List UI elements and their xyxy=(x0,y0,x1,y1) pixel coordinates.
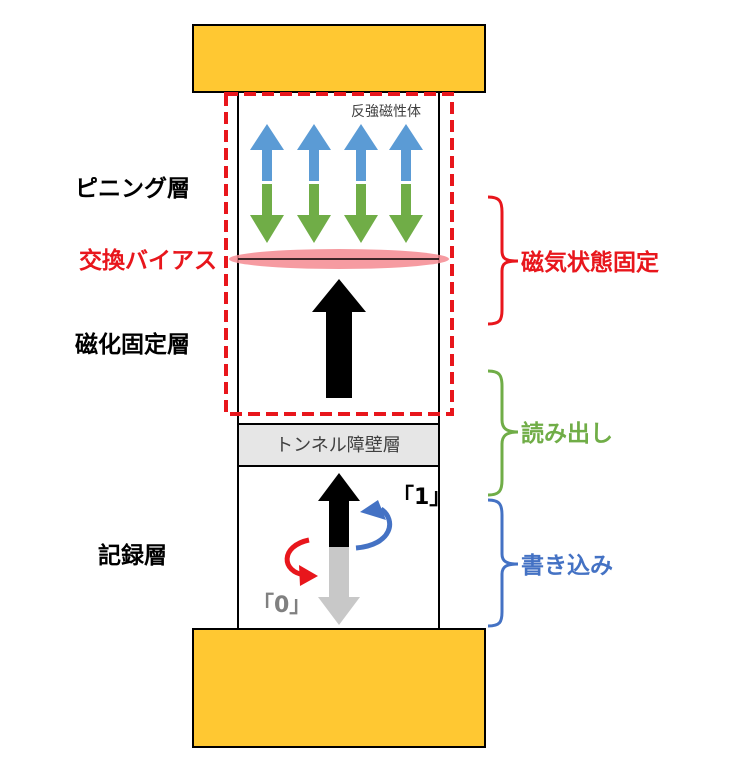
pinned-structure-dashed-box xyxy=(224,92,454,416)
recording-down-arrow xyxy=(318,547,360,625)
fixed-state-bracket xyxy=(487,195,519,326)
tunnel-barrier-layer xyxy=(237,423,440,467)
pinned-layer-label: 磁化固定層 xyxy=(75,331,190,358)
spin-up-arrow-2 xyxy=(297,124,331,181)
antiferromagnet-label: 反強磁性体 xyxy=(351,104,421,120)
state-one-label: 「1」 xyxy=(392,485,451,510)
fixed-state-label: 磁気状態固定 xyxy=(521,249,659,276)
write-bracket xyxy=(487,498,519,628)
spin-up-arrow-1 xyxy=(250,124,284,181)
recording-up-arrow xyxy=(318,473,360,547)
write-zero-curved-arrow xyxy=(284,537,310,578)
spin-up-arrow-4 xyxy=(389,124,423,181)
exchange-bias-label: 交換バイアス xyxy=(79,247,217,274)
spin-up-arrows xyxy=(250,124,423,181)
tunnel-barrier-label: トンネル障壁層 xyxy=(275,435,401,456)
spin-down-arrow-3 xyxy=(344,184,378,243)
spin-down-arrow-4 xyxy=(389,184,423,243)
spin-down-arrow-1 xyxy=(250,184,284,243)
state-zero-label: 「0」 xyxy=(252,593,311,618)
top-electrode xyxy=(192,24,486,93)
spin-down-arrows xyxy=(250,184,423,243)
write-zero-arrowhead xyxy=(299,565,318,586)
read-bracket xyxy=(487,369,519,497)
read-label: 読み出し xyxy=(521,420,613,447)
write-one-arrowhead xyxy=(360,500,386,520)
write-label: 書き込み xyxy=(521,552,613,579)
spin-up-arrow-3 xyxy=(344,124,378,181)
recording-layer-label: 記録層 xyxy=(98,542,167,569)
spin-down-arrow-2 xyxy=(297,184,331,243)
pinning-layer-label: ピニング層 xyxy=(75,175,190,202)
write-one-curved-arrow xyxy=(355,506,392,551)
bottom-electrode xyxy=(192,628,486,748)
pinned-magnetization-arrow xyxy=(312,279,366,398)
